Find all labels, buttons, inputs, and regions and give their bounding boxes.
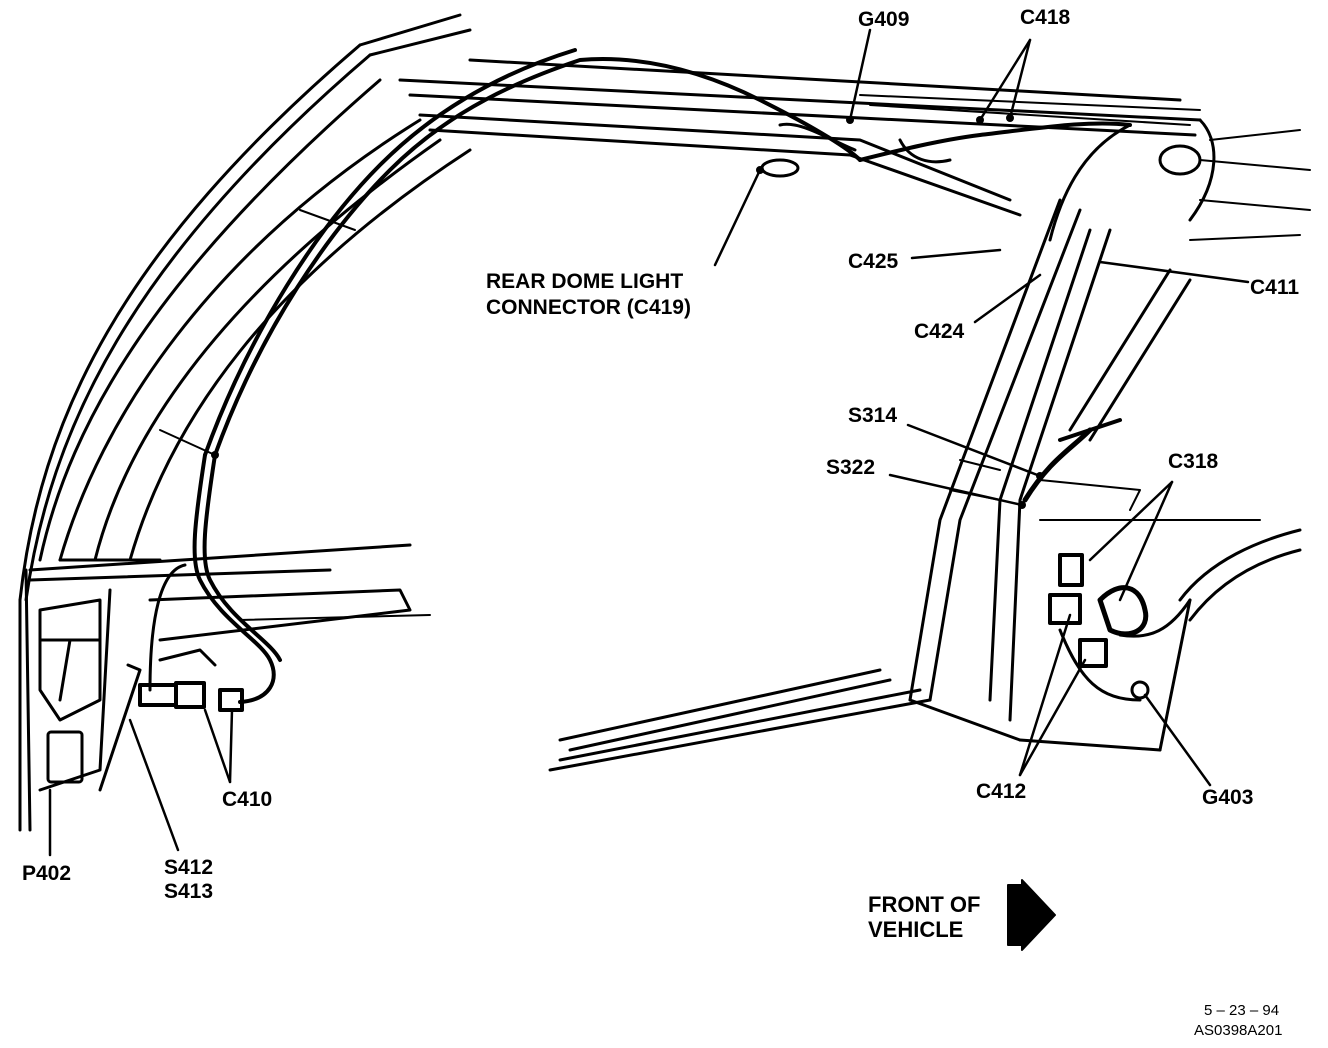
front-arrow bbox=[1007, 879, 1056, 951]
label-front-line2: VEHICLE bbox=[868, 917, 964, 942]
label-c424: C424 bbox=[914, 320, 965, 343]
label-c411: C411 bbox=[1250, 276, 1300, 299]
left-lower-body bbox=[18, 543, 431, 832]
right-pillar bbox=[908, 198, 1192, 722]
label-c412: C412 bbox=[976, 780, 1027, 803]
footer-code: AS0398A201 bbox=[1194, 1022, 1283, 1039]
label-c410: C410 bbox=[222, 788, 273, 811]
label-c425: C425 bbox=[848, 250, 899, 273]
left-harness bbox=[138, 453, 282, 712]
label-g409: G409 bbox=[858, 8, 910, 31]
label-front-line1: FRONT OF bbox=[868, 892, 981, 917]
footer-date: 5 – 23 – 94 bbox=[1204, 1002, 1280, 1019]
label-s413: S413 bbox=[164, 880, 214, 903]
label-rear-dome-line1: REAR DOME LIGHT bbox=[486, 270, 684, 293]
label-s322: S322 bbox=[826, 456, 876, 479]
right-lower-body bbox=[548, 479, 1302, 772]
roof-harness bbox=[203, 48, 1202, 457]
label-g403: G403 bbox=[1202, 786, 1254, 809]
label-c318: C318 bbox=[1168, 450, 1219, 473]
left-rear-pillar bbox=[18, 13, 472, 602]
label-s314: S314 bbox=[848, 404, 898, 427]
label-s412: S412 bbox=[164, 856, 214, 879]
roof-rails bbox=[398, 58, 1311, 241]
leader-dots bbox=[211, 114, 1044, 509]
label-c418: C418 bbox=[1020, 6, 1071, 29]
label-rear-dome-line2: CONNECTOR (C419) bbox=[486, 296, 691, 319]
right-connector-cluster bbox=[1048, 553, 1192, 702]
label-p402: P402 bbox=[22, 862, 72, 885]
leader-lines bbox=[48, 28, 1250, 857]
